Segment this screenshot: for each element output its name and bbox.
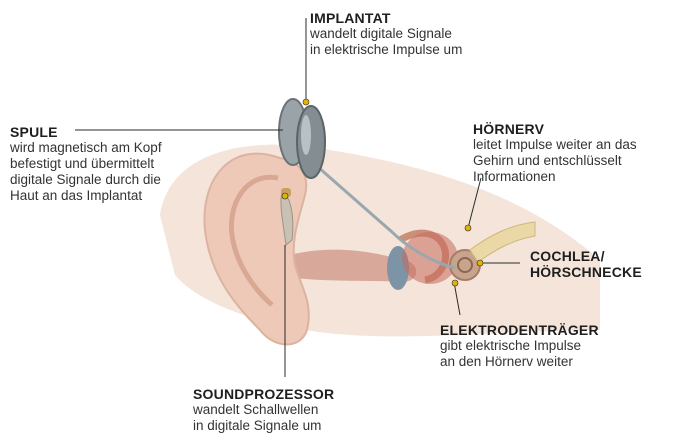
marker-sound — [282, 193, 288, 199]
marker-elektrode — [452, 280, 458, 286]
label-cochlea: COCHLEA/ HÖRSCHNECKE — [530, 248, 642, 280]
label-hoernerv-desc: leitet Impulse weiter an das Gehirn und … — [473, 137, 637, 185]
label-implantat-title: IMPLANTAT — [310, 10, 462, 26]
marker-implantat — [303, 99, 309, 105]
label-spule-desc: wird magnetisch am Kopf befestigt und üb… — [10, 140, 162, 204]
label-hoernerv-title: HÖRNERV — [473, 121, 637, 137]
label-spule: SPULE wird magnetisch am Kopf befestigt … — [10, 124, 162, 204]
label-spule-title: SPULE — [10, 124, 162, 140]
marker-cochlea — [477, 260, 483, 266]
label-implantat: IMPLANTAT wandelt digitale Signale in el… — [310, 10, 462, 58]
label-implantat-desc: wandelt digitale Signale in elektrische … — [310, 26, 462, 58]
implant-highlight — [301, 115, 311, 155]
marker-hoernerv — [465, 225, 471, 231]
label-soundprozessor: SOUNDPROZESSOR wandelt Schallwellen in d… — [193, 386, 334, 434]
label-soundprozessor-desc: wandelt Schallwellen in digitale Signale… — [193, 402, 334, 434]
label-soundprozessor-title: SOUNDPROZESSOR — [193, 386, 334, 402]
implant-device — [297, 106, 325, 178]
label-elektrode-desc: gibt elektrische Impulse an den Hörnerv … — [440, 338, 599, 370]
label-hoernerv: HÖRNERV leitet Impulse weiter an das Geh… — [473, 121, 637, 185]
label-cochlea-title: COCHLEA/ HÖRSCHNECKE — [530, 248, 642, 280]
label-elektrode-title: ELEKTRODENTRÄGER — [440, 322, 599, 338]
label-elektrode: ELEKTRODENTRÄGER gibt elektrische Impuls… — [440, 322, 599, 370]
